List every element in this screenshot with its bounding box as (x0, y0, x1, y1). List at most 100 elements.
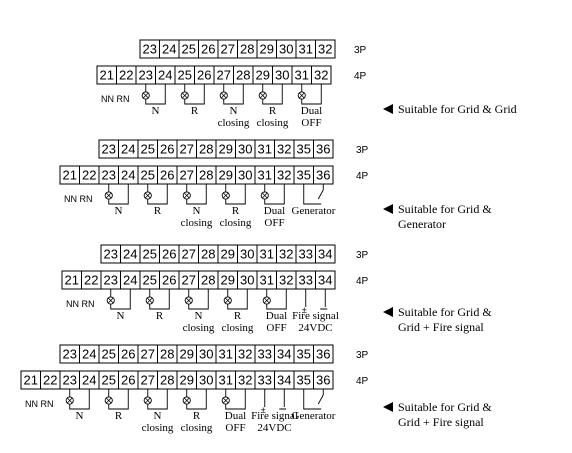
terminal-number: 31 (258, 142, 272, 157)
terminal-number: 34 (318, 247, 332, 262)
dc-polarity-icon: ± (302, 305, 328, 315)
terminal-number: 24 (123, 247, 137, 262)
wiring-label: N (117, 310, 125, 322)
wiring-lamp: R (145, 289, 170, 322)
terminal-number: 25 (102, 347, 116, 362)
terminal-number: 23 (63, 347, 77, 362)
terminal-number: 32 (277, 168, 291, 183)
terminal-number: 24 (82, 373, 96, 388)
indicator-lamp-icon (143, 396, 152, 405)
section-note: Suitable for Grid &Grid + Fire signal (383, 305, 492, 334)
indicator-lamp-icon (182, 191, 191, 200)
wiring-label: N (193, 205, 201, 217)
terminal-number: 29 (256, 68, 270, 83)
wiring-label: R (156, 310, 164, 322)
wiring-label: N (115, 205, 123, 217)
terminal-number: 25 (143, 247, 157, 262)
wiring-generator: Generator (292, 184, 336, 217)
svg-text:±: ± (302, 305, 307, 315)
nn-rn-label: NN RN (25, 399, 54, 409)
terminal-number: 25 (143, 273, 157, 288)
indicator-lamp-icon (143, 191, 152, 200)
terminal-number: 28 (199, 142, 213, 157)
switch-contact-icon (317, 389, 324, 405)
section-note: Suitable for Grid & Grid (383, 102, 517, 116)
terminal-number: 29 (221, 273, 235, 288)
terminal-number: 32 (279, 273, 293, 288)
section-note: Suitable for Grid &Generator (383, 202, 492, 231)
terminal-cell (313, 344, 334, 364)
indicator-lamp-icon (104, 191, 113, 200)
terminal-number: 21 (24, 373, 38, 388)
wiring-label: Fire signal (251, 410, 298, 422)
terminal-number: 26 (197, 68, 211, 83)
left-triangle-icon (383, 402, 393, 412)
terminal-number: 28 (160, 347, 174, 362)
wiring-label: R (193, 410, 201, 422)
wiring-label: closing (181, 422, 213, 434)
indicator-lamp-icon (221, 191, 230, 200)
pole-label-4p: 4P (356, 171, 369, 182)
wiring-label: N (154, 410, 162, 422)
terminal-number: 29 (260, 42, 274, 57)
note-text: Generator (398, 217, 446, 231)
terminal-number: 28 (201, 247, 215, 262)
nn-rn-label: NN RN (101, 94, 130, 104)
wiring-label: OFF (264, 217, 284, 229)
wiring-label: R (191, 105, 199, 117)
terminal-number: 22 (43, 373, 57, 388)
wiring-lamp: N (65, 389, 90, 422)
terminal-number: 29 (180, 373, 194, 388)
pole-label-3p: 3P (356, 250, 369, 261)
wiring-label: closing (222, 322, 254, 334)
wiring-lamp: R (143, 184, 168, 217)
terminal-number: 26 (201, 42, 215, 57)
wiring-label: R (232, 205, 240, 217)
indicator-lamp-icon (258, 91, 267, 100)
wiring-label: N (230, 105, 238, 117)
terminal-cell (313, 139, 334, 159)
wiring-label: closing (183, 322, 215, 334)
wiring-label: 24VDC (257, 422, 291, 434)
terminal-number: 27 (182, 273, 196, 288)
note-text: Grid + Fire signal (398, 320, 484, 334)
terminal-number: 25 (141, 168, 155, 183)
wiring-label: Dual (225, 410, 246, 422)
terminal-number: 31 (260, 273, 274, 288)
wiring-label: OFF (225, 422, 245, 434)
note-text: Suitable for Grid & Grid (398, 102, 517, 116)
terminal-number: 26 (160, 168, 174, 183)
terminal-number: 23 (143, 42, 157, 57)
terminal-number: 28 (236, 68, 250, 83)
terminal-number: 29 (219, 168, 233, 183)
terminal-number: 35 (297, 373, 311, 388)
terminal-number: 28 (201, 273, 215, 288)
wiring-label: closing (181, 217, 213, 229)
indicator-lamp-icon (184, 296, 193, 305)
terminal-number: 32 (279, 247, 293, 262)
indicator-lamp-icon (65, 396, 74, 405)
terminal-number: 21 (100, 68, 114, 83)
pole-label-4p: 4P (356, 276, 369, 287)
terminal-number: 28 (160, 373, 174, 388)
note-text: Suitable for Grid & (398, 400, 492, 414)
wiring-label: closing (257, 117, 289, 129)
terminal-number: 36 (316, 347, 330, 362)
terminal-number: 32 (238, 373, 252, 388)
wiring-label: R (234, 310, 242, 322)
terminal-number: 32 (277, 142, 291, 157)
wiring-lamp: R (104, 389, 129, 422)
